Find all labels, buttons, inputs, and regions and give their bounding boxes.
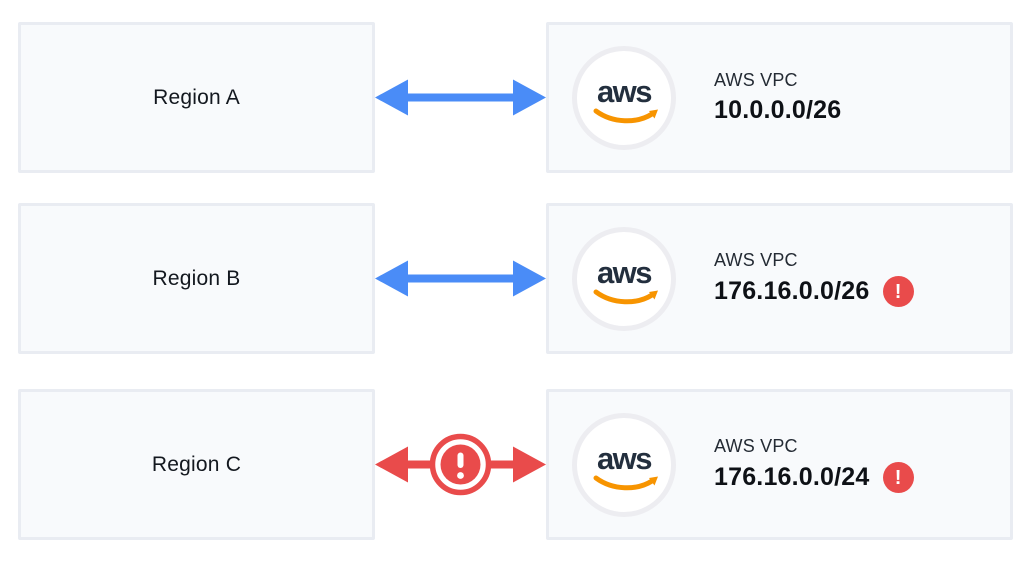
vpc-title: AWS VPC (714, 436, 798, 456)
region-label: Region C (151, 452, 242, 476)
aws-logo: aws (572, 412, 676, 517)
vpc-cidr: 176.16.0.0/24 (714, 463, 870, 491)
cidr-line: 176.16.0.0/24 ! (714, 462, 914, 493)
vpc-text-block: AWS VPC 176.16.0.0/24 ! (714, 436, 914, 493)
connection-a (375, 22, 546, 173)
conflict-error-icon (429, 433, 492, 496)
bidirectional-arrow-error-icon (375, 433, 546, 496)
connection-b (375, 203, 546, 354)
region-box-c: Region C (18, 389, 375, 540)
bidirectional-arrow-icon (375, 79, 546, 116)
vpc-title: AWS VPC (714, 70, 798, 90)
aws-smile-icon (593, 108, 658, 124)
peering-row-a: Region A aws AWS VPC 10.0.0.0/26 (18, 22, 1013, 173)
region-label: Region B (152, 266, 241, 290)
peering-row-b: Region B aws AWS VPC 176.16.0.0/26 (18, 203, 1013, 354)
aws-smile-icon (593, 289, 658, 305)
region-label: Region A (153, 85, 240, 109)
vpc-card-a: aws AWS VPC 10.0.0.0/26 (546, 22, 1013, 173)
region-box-a: Region A (18, 22, 375, 173)
aws-logo-text: aws (596, 74, 653, 109)
vpc-title: AWS VPC (714, 250, 798, 270)
aws-logo: aws (572, 226, 676, 331)
aws-logo: aws (572, 45, 676, 150)
bidirectional-arrow-icon (375, 260, 546, 297)
cidr-warning-icon: ! (882, 462, 914, 493)
aws-logo-text: aws (596, 441, 653, 476)
peering-row-c: Region C aws (18, 389, 1013, 540)
region-box-b: Region B (18, 203, 375, 354)
cidr-warning-icon: ! (882, 276, 914, 307)
aws-smile-icon (593, 475, 658, 491)
vpc-card-b: aws AWS VPC 176.16.0.0/26 ! (546, 203, 1013, 354)
vpc-card-c: aws AWS VPC 176.16.0.0/24 ! (546, 389, 1013, 540)
aws-logo-text: aws (596, 255, 653, 290)
vpc-cidr: 10.0.0.0/26 (714, 96, 842, 124)
cidr-line: 10.0.0.0/26 (714, 96, 841, 125)
vpc-text-block: AWS VPC 10.0.0.0/26 (714, 70, 841, 125)
cidr-line: 176.16.0.0/26 ! (714, 276, 914, 307)
vpc-cidr: 176.16.0.0/26 (714, 277, 870, 305)
connection-c (375, 389, 546, 540)
vpc-text-block: AWS VPC 176.16.0.0/26 ! (714, 250, 914, 307)
